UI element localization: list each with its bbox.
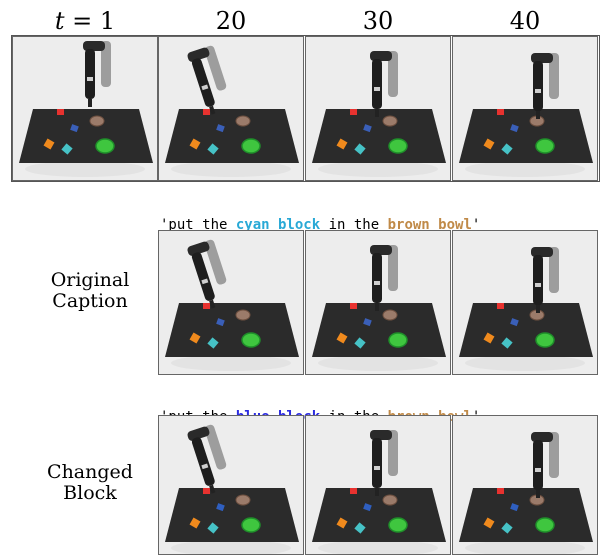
frame-t40 bbox=[452, 36, 598, 181]
row-label-original-caption: Original Caption bbox=[50, 269, 130, 312]
frame-t1 bbox=[12, 36, 158, 181]
original-frame-t30 bbox=[305, 230, 451, 375]
original-frame-t40 bbox=[452, 230, 598, 375]
timestep-label-30: 30 bbox=[362, 7, 394, 35]
frame-t20 bbox=[158, 36, 304, 181]
original-frame-t20 bbox=[158, 230, 304, 375]
changed-frame-t40 bbox=[452, 415, 598, 555]
frame-t30 bbox=[305, 36, 451, 181]
row-label-changed-block: Changed Block bbox=[47, 461, 133, 504]
timestep-label-1: t = 1 bbox=[54, 7, 116, 35]
changed-frame-t30 bbox=[305, 415, 451, 555]
changed-frame-t20 bbox=[158, 415, 304, 555]
timestep-label-20: 20 bbox=[215, 7, 247, 35]
original-caption: 'put the cyan block in the brown bowl' bbox=[160, 217, 481, 233]
timestep-label-40: 40 bbox=[509, 7, 541, 35]
